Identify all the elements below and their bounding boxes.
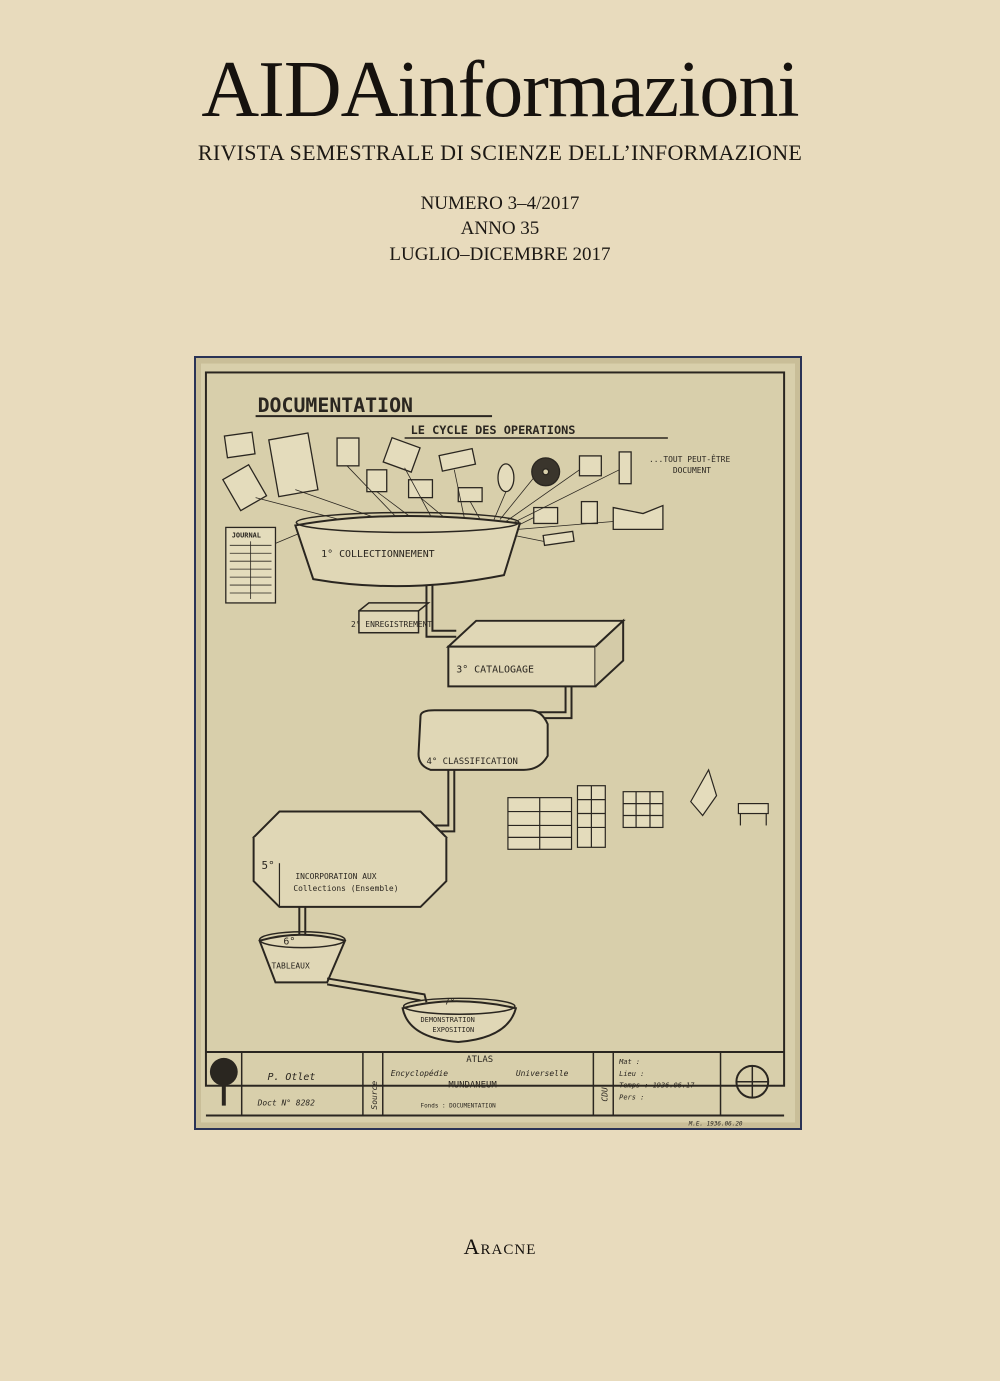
collection-basin: [294, 515, 522, 588]
tree-logo: [209, 1057, 238, 1106]
cdu-label: CDU: [600, 1087, 609, 1102]
source-label: Source: [370, 1081, 379, 1110]
step-3-label: 3° CATALOGAGE: [456, 664, 534, 675]
step-5-line2: Collections (Ensemble): [293, 884, 398, 893]
cycle-title: LE CYCLE DES OPERATIONS: [411, 423, 576, 437]
journal-title: AIDAinformazioni: [201, 46, 799, 134]
meta-mat: Mat :: [618, 1058, 640, 1066]
author-name: P. Otlet: [268, 1072, 316, 1083]
journal-label: JOURNAL: [232, 531, 261, 539]
step-1-label: 1° COLLECTIONNEMENT: [321, 549, 435, 560]
step-4-label: 4° CLASSIFICATION: [426, 757, 517, 767]
cover-illustration: DOCUMENTATION LE CYCLE DES OPERATIONS ..…: [194, 356, 802, 1130]
step-7-label: 7°: [444, 997, 455, 1007]
universelle-label: Universelle: [516, 1069, 569, 1078]
document-number: Doct N° 8282: [257, 1099, 316, 1108]
signature-date: M.E. 1936.06.20: [688, 1120, 743, 1127]
cataloguing-box: [447, 645, 597, 688]
incorporation-box: [252, 837, 448, 908]
issue-year: ANNO 35: [460, 218, 540, 239]
fonds-label: Fonds : DOCUMENTATION: [421, 1103, 497, 1110]
issue-number: NUMERO 3–4/2017: [420, 193, 580, 214]
step-7-line1: DEMONSTRATION: [421, 1016, 475, 1024]
step-7-line2: EXPOSITION: [432, 1026, 474, 1034]
encyclopedie-label: Encyclopédie: [391, 1068, 449, 1078]
issue-period: LUGLIO–DICEMBRE 2017: [389, 244, 611, 265]
step-6-name: TABLEAUX: [272, 962, 310, 971]
step-5-label: 5°: [262, 859, 275, 872]
step-6-label: 6°: [283, 937, 295, 948]
meta-pers: Pers :: [619, 1094, 644, 1102]
drawing-heading: DOCUMENTATION: [258, 394, 413, 417]
meta-lieu: Lieu :: [619, 1070, 644, 1078]
classification-box: [417, 709, 549, 771]
catalogue-footer: P. Otlet Doct N° 8282 Source ATLAS Encyc…: [205, 1050, 785, 1127]
globe-icon: [735, 1064, 770, 1099]
publisher-name: Aracne: [463, 1234, 537, 1259]
step-2-label: 2° ENREGISTREMENT: [351, 620, 432, 629]
atlas-label: ATLAS: [466, 1055, 493, 1065]
journal-subtitle: RIVISTA SEMESTRALE DI SCIENZE DELL’INFOR…: [197, 140, 803, 165]
documentation-cycle-drawing: DOCUMENTATION LE CYCLE DES OPERATIONS ..…: [196, 358, 800, 1128]
meta-temps: Temps : 1936.06.17: [619, 1082, 695, 1090]
document-sketches: [221, 431, 664, 547]
registration-box: [358, 610, 420, 634]
step-5-line1: INCORPORATION AUX: [295, 872, 376, 881]
tout-document-note: DOCUMENT: [673, 466, 711, 475]
drawing-border: [204, 371, 786, 1087]
tout-peut-etre-note: ...TOUT PEUT-ÊTRE: [649, 453, 730, 464]
mundaneum-label: MUNDANEUM: [448, 1081, 496, 1091]
furniture-sketches: [507, 768, 769, 850]
demonstration-bowl: [401, 1000, 518, 1044]
